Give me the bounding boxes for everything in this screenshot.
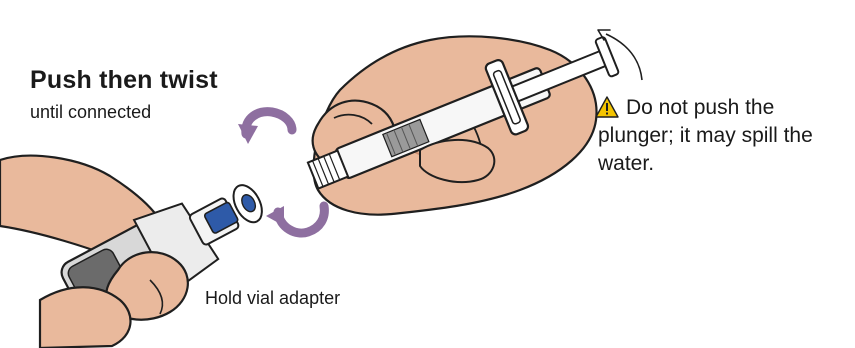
warning-text: Do not push the plunger; it may spill th… <box>598 94 848 178</box>
warning-message: Do not push the plunger; it may spill th… <box>598 96 813 175</box>
twist-arrow-bottom-icon <box>266 206 324 233</box>
twist-arrow-top-icon <box>238 112 292 144</box>
instruction-subheading: until connected <box>30 102 151 123</box>
instruction-heading: Push then twist <box>30 66 218 95</box>
vial-adapter-caption: Hold vial adapter <box>205 288 340 309</box>
